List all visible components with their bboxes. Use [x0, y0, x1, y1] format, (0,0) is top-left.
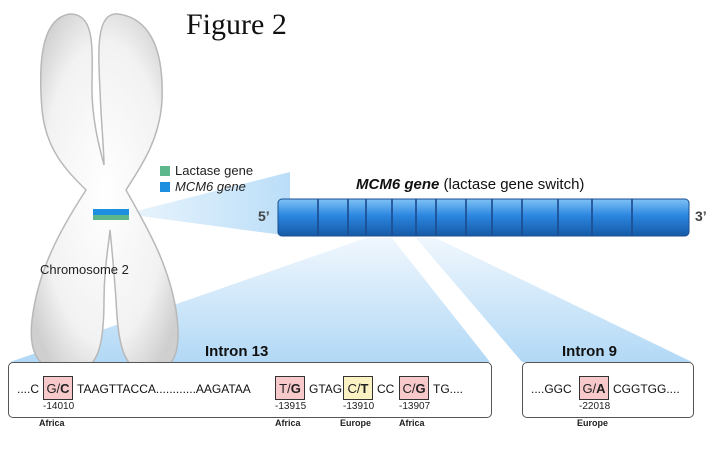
- exon-dividers: [317, 199, 633, 236]
- intron13-panel: ....C G/C -14010 Africa TAAGTTACCA......…: [8, 362, 492, 428]
- snp-position: -22018: [579, 401, 611, 412]
- intron9-title: Intron 9: [562, 343, 617, 360]
- intron9-seq-1: ....GGC: [531, 382, 572, 396]
- gene-name: MCM6 gene: [356, 176, 440, 193]
- legend-mcm6-label: MCM6 gene: [175, 179, 246, 194]
- snp-derived: A: [596, 380, 606, 396]
- snp-22018: G/A: [579, 376, 609, 400]
- chromosome-label: Chromosome 2: [40, 262, 129, 277]
- intron9-projection: [416, 238, 692, 362]
- snp-derived: T: [360, 380, 369, 396]
- snp-region: Europe: [340, 418, 372, 428]
- gene-description: (lactase gene switch): [443, 176, 585, 193]
- intron13-seq-1: ....C: [17, 382, 40, 396]
- intron9-panel: ....GGC G/A -22018 Europe CGGTGG....: [522, 362, 694, 428]
- snp-region: Africa: [399, 418, 425, 428]
- intron13-seq-3: GTAG: [309, 382, 343, 396]
- mcm6-swatch: [160, 181, 170, 192]
- snp-derived: C: [60, 380, 70, 396]
- intron13-seq-5: TG....: [433, 382, 463, 396]
- snp-derived: G: [290, 380, 301, 396]
- snp-13915: T/G: [275, 376, 305, 400]
- figure-title: Figure 2: [186, 8, 287, 41]
- mcm6-gene-bar: [277, 198, 690, 237]
- snp-region: Europe: [577, 418, 609, 428]
- lactase-band: [93, 215, 129, 220]
- legend-mcm6: MCM6 gene: [160, 179, 246, 194]
- chromosome-2: [30, 13, 179, 373]
- snp-position: -13907: [399, 401, 431, 412]
- snp-14010: G/C: [43, 376, 73, 400]
- intron9-seq-2: CGGTGG....: [613, 382, 680, 396]
- zoom-wedge: [125, 172, 290, 236]
- snp-region: Africa: [275, 418, 301, 428]
- snp-position: -13915: [275, 401, 307, 412]
- snp-ancestral: C/: [347, 380, 361, 396]
- snp-ancestral: T/: [279, 380, 291, 396]
- snp-region: Africa: [39, 418, 65, 428]
- five-prime-label: 5’: [258, 208, 270, 224]
- intron13-seq-2: TAAGTTACCA............AAGATAA: [77, 382, 251, 396]
- snp-13910: C/T: [343, 376, 373, 400]
- snp-derived: G: [415, 380, 426, 396]
- lactase-swatch: [160, 165, 170, 176]
- snp-ancestral: G/: [46, 380, 61, 396]
- snp-position: -13910: [343, 401, 375, 412]
- intron13-seq-4: CC: [377, 382, 395, 396]
- snp-ancestral: G/: [582, 380, 597, 396]
- gene-title: MCM6 gene (lactase gene switch): [356, 176, 584, 193]
- legend-lactase: Lactase gene: [160, 163, 253, 178]
- legend-lactase-label: Lactase gene: [175, 163, 254, 178]
- snp-13907: C/G: [399, 376, 429, 400]
- mcm6-band: [93, 209, 129, 215]
- snp-position: -14010: [43, 401, 75, 412]
- three-prime-label: 3’: [695, 208, 707, 224]
- intron13-title: Intron 13: [205, 343, 269, 360]
- snp-ancestral: C/: [402, 380, 416, 396]
